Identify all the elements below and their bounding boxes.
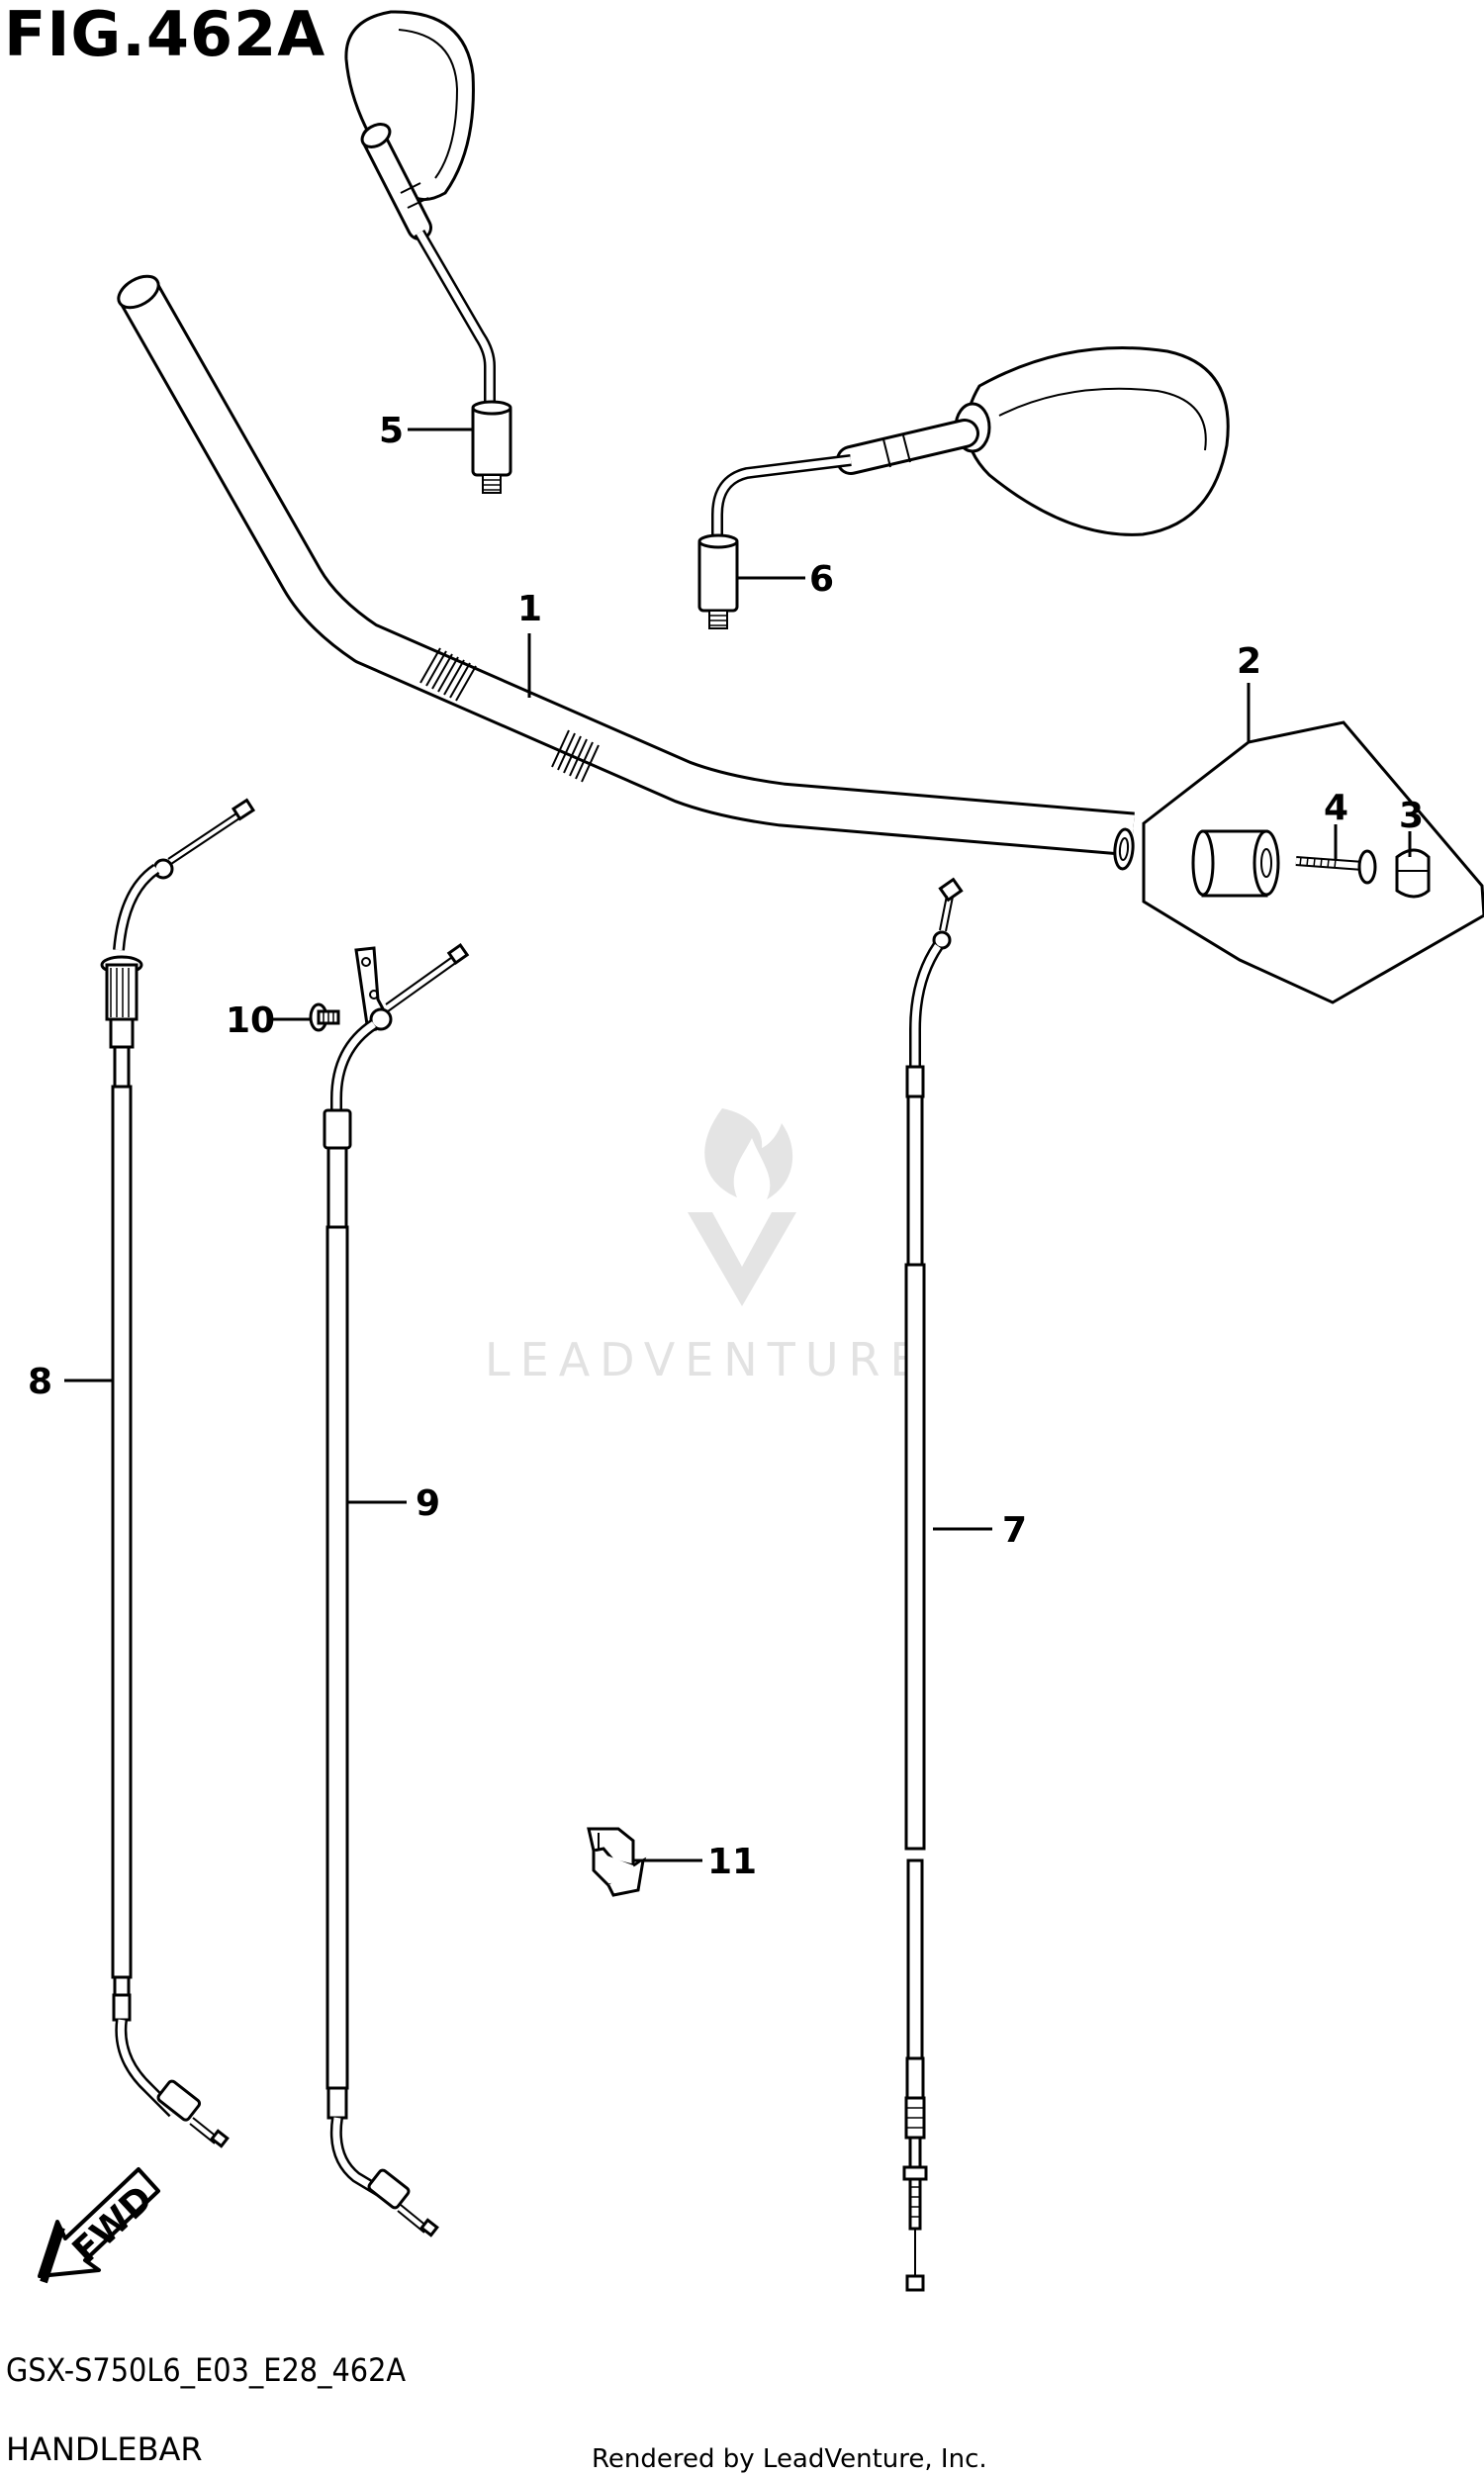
watermark-text: LEADVENTURE — [485, 1333, 929, 1386]
callout-4: 4 — [1324, 788, 1348, 828]
callout-10: 10 — [226, 1000, 275, 1041]
callout-11: 11 — [707, 1842, 757, 1882]
figure-name: HANDLEBAR — [6, 2430, 203, 2468]
leader-lines — [64, 428, 1412, 1862]
knurl-band-right — [551, 729, 600, 783]
callout-3: 3 — [1399, 796, 1424, 836]
clamp — [587, 1827, 647, 1897]
callout-8: 8 — [28, 1362, 52, 1402]
watermark: LEADVENTURE — [485, 1108, 929, 1386]
mirror-right — [697, 346, 1230, 629]
callout-6: 6 — [809, 559, 834, 600]
throttle-cable-1 — [100, 798, 256, 2148]
bolt — [309, 1002, 340, 1032]
balancer-assembly — [1142, 720, 1484, 1004]
knurl-band-left — [419, 647, 477, 702]
handlebar — [117, 274, 1135, 871]
callouts: 1 2 3 4 5 6 7 8 9 10 11 — [28, 411, 1424, 1882]
callout-9: 9 — [416, 1483, 440, 1524]
fwd-arrow: FWD — [38, 2167, 161, 2284]
callout-2: 2 — [1237, 641, 1261, 682]
figure-code: GSX-S750L6_E03_E28_462A — [6, 2351, 407, 2389]
callout-5: 5 — [379, 411, 404, 451]
figure-title: FIG.462A — [4, 0, 326, 70]
mirror-left — [344, 10, 512, 494]
throttle-cable-2 — [323, 942, 470, 2238]
render-credit: Rendered by LeadVenture, Inc. — [592, 2444, 987, 2474]
callout-1: 1 — [517, 589, 542, 629]
callout-7: 7 — [1002, 1510, 1027, 1551]
clutch-cable — [902, 877, 964, 2292]
